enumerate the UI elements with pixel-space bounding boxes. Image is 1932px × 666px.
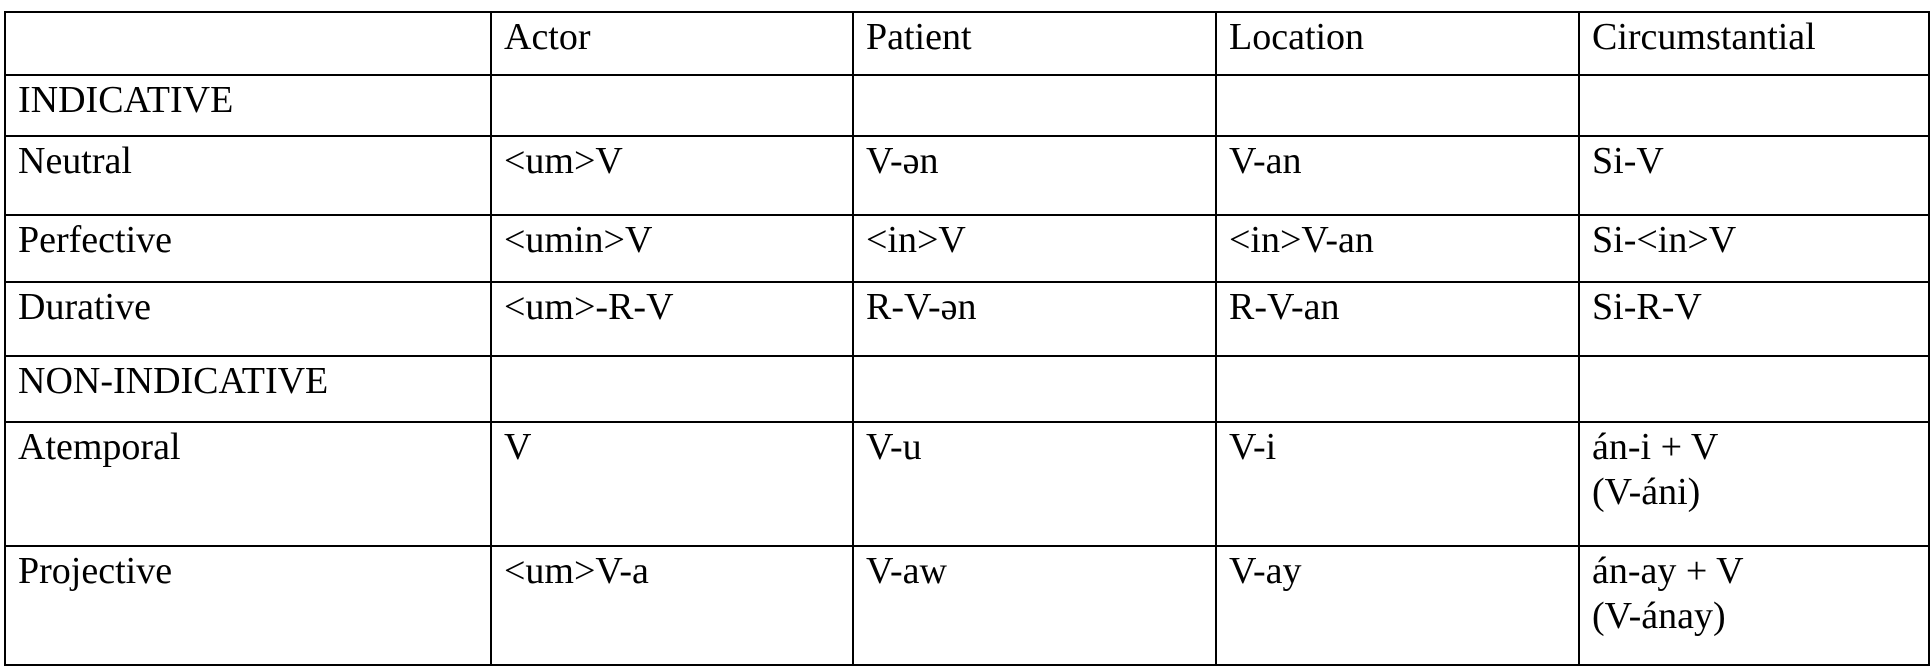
cell-non-indicative-actor xyxy=(490,355,854,423)
verb-paradigm-table: Actor Patient Location Circumstantial IN… xyxy=(4,11,1930,666)
cell-non-indicative-patient xyxy=(852,355,1217,423)
cell-text: Circumstantial xyxy=(1592,16,1816,58)
cell-text: <um>-R-V xyxy=(504,286,674,328)
cell-text: Location xyxy=(1229,16,1365,58)
cell-neutral-actor: <um>V xyxy=(490,135,854,216)
cell-text: án-i + V (V-áni) xyxy=(1592,426,1719,513)
cell-neutral-circumstantial: Si-V xyxy=(1578,135,1930,216)
table-row-non-indicative-section: NON-INDICATIVE xyxy=(4,355,1930,423)
cell-neutral-patient: V-ən xyxy=(852,135,1217,216)
cell-text: V-ən xyxy=(866,140,939,182)
cell-durative-patient: R-V-ən xyxy=(852,281,1217,357)
table-row-perfective: Perfective <umin>V <in>V <in>V-an Si-<in… xyxy=(4,214,1930,283)
cell-atemporal-patient: V-u xyxy=(852,421,1217,547)
cell-text: <um>V xyxy=(504,140,623,182)
column-header-circumstantial: Circumstantial xyxy=(1578,11,1930,76)
cell-perfective-location: <in>V-an xyxy=(1215,214,1580,283)
cell-text: NON-INDICATIVE xyxy=(18,360,329,402)
cell-neutral-location: V-an xyxy=(1215,135,1580,216)
cell-text: R-V-ən xyxy=(866,286,977,328)
cell-durative-circumstantial: Si-R-V xyxy=(1578,281,1930,357)
cell-text: <in>V xyxy=(866,219,966,261)
cell-text: Patient xyxy=(866,16,972,58)
cell-non-indicative-circumstantial xyxy=(1578,355,1930,423)
cell-text: Si-R-V xyxy=(1592,286,1702,328)
row-label-perfective: Perfective xyxy=(4,214,492,283)
cell-perfective-circumstantial: Si-<in>V xyxy=(1578,214,1930,283)
cell-text: Neutral xyxy=(18,140,132,182)
cell-text: Perfective xyxy=(18,219,173,261)
cell-indicative-actor xyxy=(490,74,854,137)
cell-text: <um>V-a xyxy=(504,550,649,592)
cell-text: Si-V xyxy=(1592,140,1664,182)
cell-indicative-location xyxy=(1215,74,1580,137)
cell-atemporal-actor: V xyxy=(490,421,854,547)
row-label-projective: Projective xyxy=(4,545,492,666)
table-row-neutral: Neutral <um>V V-ən V-an Si-V xyxy=(4,135,1930,216)
table-row-durative: Durative <um>-R-V R-V-ən R-V-an Si-R-V xyxy=(4,281,1930,357)
cell-text: V-u xyxy=(866,426,922,468)
cell-text: <umin>V xyxy=(504,219,653,261)
cell-text: V xyxy=(504,426,532,468)
cell-atemporal-location: V-i xyxy=(1215,421,1580,547)
cell-durative-actor: <um>-R-V xyxy=(490,281,854,357)
column-header-actor: Actor xyxy=(490,11,854,76)
cell-text: V-an xyxy=(1229,140,1302,182)
cell-text: V-aw xyxy=(866,550,947,592)
cell-text: Projective xyxy=(18,550,173,592)
cell-text: Durative xyxy=(18,286,151,328)
table-row-header: Actor Patient Location Circumstantial xyxy=(4,11,1930,76)
section-label-non-indicative: NON-INDICATIVE xyxy=(4,355,492,423)
cell-text: V-ay xyxy=(1229,550,1302,592)
cell-text: <in>V-an xyxy=(1229,219,1374,261)
column-header-location: Location xyxy=(1215,11,1580,76)
row-label-atemporal: Atemporal xyxy=(4,421,492,547)
cell-text: Atemporal xyxy=(18,426,181,468)
cell-text: V-i xyxy=(1229,426,1277,468)
column-header-patient: Patient xyxy=(852,11,1217,76)
cell-projective-actor: <um>V-a xyxy=(490,545,854,666)
cell-perfective-actor: <umin>V xyxy=(490,214,854,283)
section-label-indicative: INDICATIVE xyxy=(4,74,492,137)
cell-atemporal-circumstantial: án-i + V (V-áni) xyxy=(1578,421,1930,547)
cell-indicative-patient xyxy=(852,74,1217,137)
cell-text: Si-<in>V xyxy=(1592,219,1737,261)
table-row-projective: Projective <um>V-a V-aw V-ay án-ay + V (… xyxy=(4,545,1930,666)
row-label-neutral: Neutral xyxy=(4,135,492,216)
cell-projective-location: V-ay xyxy=(1215,545,1580,666)
cell-perfective-patient: <in>V xyxy=(852,214,1217,283)
cell-durative-location: R-V-an xyxy=(1215,281,1580,357)
table-row-atemporal: Atemporal V V-u V-i án-i + V (V-áni) xyxy=(4,421,1930,547)
cell-projective-patient: V-aw xyxy=(852,545,1217,666)
cell-indicative-circumstantial xyxy=(1578,74,1930,137)
row-label-durative: Durative xyxy=(4,281,492,357)
table-row-indicative-section: INDICATIVE xyxy=(4,74,1930,137)
cell-text: án-ay + V (V-ánay) xyxy=(1592,550,1744,637)
cell-text: INDICATIVE xyxy=(18,79,234,121)
cell-projective-circumstantial: án-ay + V (V-ánay) xyxy=(1578,545,1930,666)
cell-non-indicative-location xyxy=(1215,355,1580,423)
cell-corner-blank xyxy=(4,11,492,76)
cell-text: Actor xyxy=(504,16,591,58)
cell-text: R-V-an xyxy=(1229,286,1340,328)
